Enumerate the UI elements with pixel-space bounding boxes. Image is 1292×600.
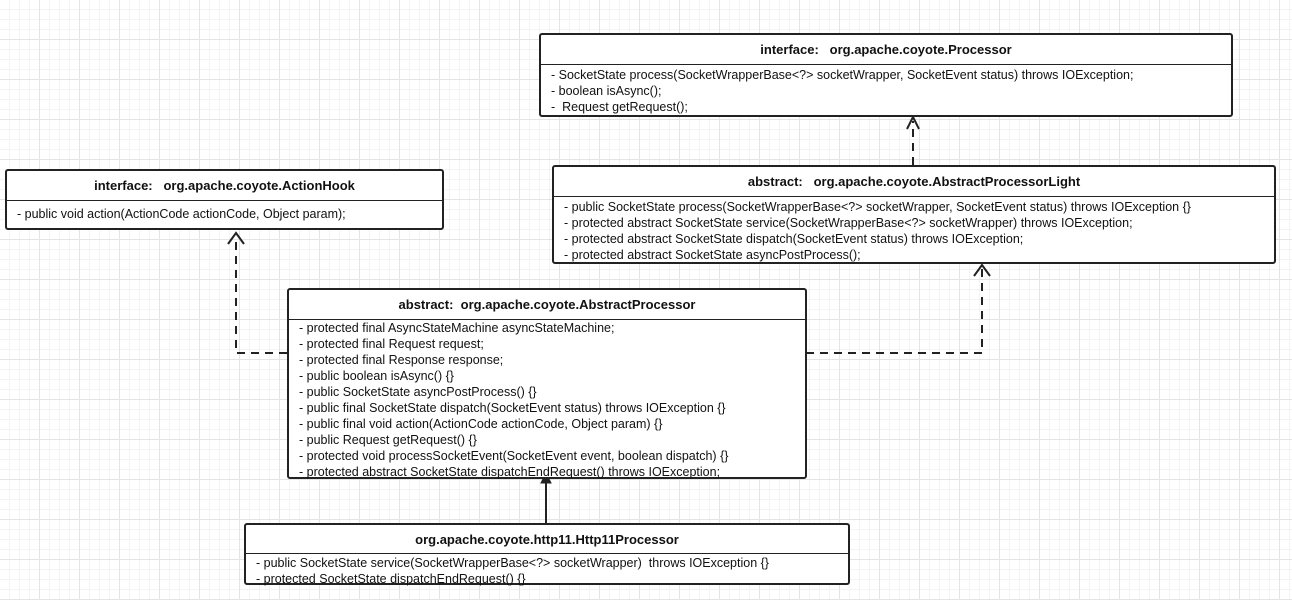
member-line: - protected SocketState dispatchEndReque… xyxy=(256,572,526,586)
class-abstract-processor-light-members: - public SocketState process(SocketWrapp… xyxy=(554,197,1274,265)
member-line: - protected abstract SocketState service… xyxy=(564,216,1133,230)
member-line: - boolean isAsync(); xyxy=(551,84,662,98)
class-http11-processor-title: org.apache.coyote.http11.Http11Processor xyxy=(246,525,848,554)
member-line: - protected final Request request; xyxy=(299,337,484,351)
member-line: - protected abstract SocketState asyncPo… xyxy=(564,248,861,262)
member-line: - public SocketState service(SocketWrapp… xyxy=(256,556,769,570)
edge-abstract-to-actionhook xyxy=(235,236,287,354)
class-processor-members: - SocketState process(SocketWrapperBase<… xyxy=(541,65,1231,117)
member-line: - public SocketState asyncPostProcess() … xyxy=(299,385,537,399)
member-line: - SocketState process(SocketWrapperBase<… xyxy=(551,68,1134,82)
member-line: - public final SocketState dispatch(Sock… xyxy=(299,401,726,415)
class-abstract-processor-light[interactable]: abstract: org.apache.coyote.AbstractProc… xyxy=(552,165,1276,264)
class-processor[interactable]: interface: org.apache.coyote.Processor -… xyxy=(539,33,1233,117)
class-http11-processor-members: - public SocketState service(SocketWrapp… xyxy=(246,554,848,589)
class-action-hook[interactable]: interface: org.apache.coyote.ActionHook … xyxy=(5,169,444,230)
member-line: - public final void action(ActionCode ac… xyxy=(299,417,663,431)
member-line: - protected final AsyncStateMachine asyn… xyxy=(299,321,615,335)
class-action-hook-title: interface: org.apache.coyote.ActionHook xyxy=(7,171,442,201)
class-abstract-processor[interactable]: abstract: org.apache.coyote.AbstractProc… xyxy=(287,288,807,479)
member-line: - public SocketState process(SocketWrapp… xyxy=(564,200,1191,214)
class-http11-processor[interactable]: org.apache.coyote.http11.Http11Processor… xyxy=(244,523,850,586)
class-abstract-processor-title: abstract: org.apache.coyote.AbstractProc… xyxy=(289,290,805,320)
member-line: - public void action(ActionCode actionCo… xyxy=(17,207,346,221)
arrow-light-head xyxy=(973,263,991,277)
arrow-processor-head xyxy=(906,114,920,130)
class-abstract-processor-members: - protected final AsyncStateMachine asyn… xyxy=(289,320,805,482)
class-processor-title: interface: org.apache.coyote.Processor xyxy=(541,35,1231,65)
member-line: - protected abstract SocketState dispatc… xyxy=(299,465,721,479)
member-line: - Request getRequest(); xyxy=(551,100,688,114)
member-line: - protected abstract SocketState dispatc… xyxy=(564,232,1024,246)
member-line: - public boolean isAsync() {} xyxy=(299,369,454,383)
class-abstract-processor-light-title: abstract: org.apache.coyote.AbstractProc… xyxy=(554,167,1274,197)
member-line: - protected final Response response; xyxy=(299,353,504,367)
member-line: - public Request getRequest() {} xyxy=(299,433,477,447)
class-action-hook-members: - public void action(ActionCode actionCo… xyxy=(7,201,442,224)
edge-abstract-to-light xyxy=(806,269,983,354)
member-line: - protected void processSocketEvent(Sock… xyxy=(299,449,729,463)
arrow-actionhook-head xyxy=(227,231,245,245)
